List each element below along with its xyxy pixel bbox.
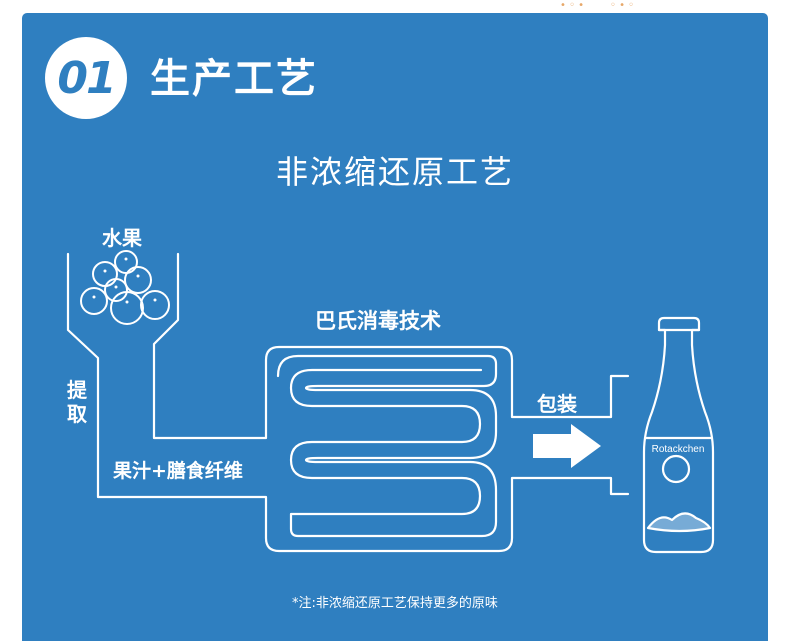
label-packaging: 包装	[537, 392, 577, 416]
label-extract: 提取	[67, 378, 87, 426]
label-juice-fiber: 果汁+膳食纤维	[113, 460, 243, 482]
diagram-title: 非浓缩还原工艺	[275, 153, 514, 191]
right-arrow-icon	[533, 424, 601, 468]
fruit-icon	[110, 291, 144, 325]
pasteurization-coil	[276, 354, 498, 538]
bottle-fruit-level	[646, 512, 712, 533]
fruit-icon	[80, 287, 108, 315]
hopper-inner-wall	[152, 252, 630, 440]
bottle-brand-label: Rotackchen	[652, 444, 705, 455]
footnote: *注:非浓缩还原工艺保持更多的原味	[292, 596, 498, 611]
fruit-icon	[104, 278, 128, 302]
hopper-outer-wall	[66, 252, 630, 553]
bottle-logo-circle	[661, 454, 691, 484]
section-title: 生产工艺	[150, 56, 318, 102]
fruit-icon	[114, 250, 138, 274]
fruit-icon	[140, 290, 170, 320]
fruit-icon	[124, 266, 152, 294]
fruit-pile	[80, 250, 170, 325]
label-pasteurization: 巴氏消毒技术	[315, 309, 441, 333]
decorative-dots: ◦ • ◦	[610, 0, 635, 11]
label-fruit: 水果	[102, 226, 142, 250]
fruit-icon	[92, 261, 118, 287]
decorative-dots: • ◦ •	[560, 0, 585, 11]
step-number-badge: 01	[45, 37, 127, 119]
bottle-outline	[642, 316, 715, 554]
